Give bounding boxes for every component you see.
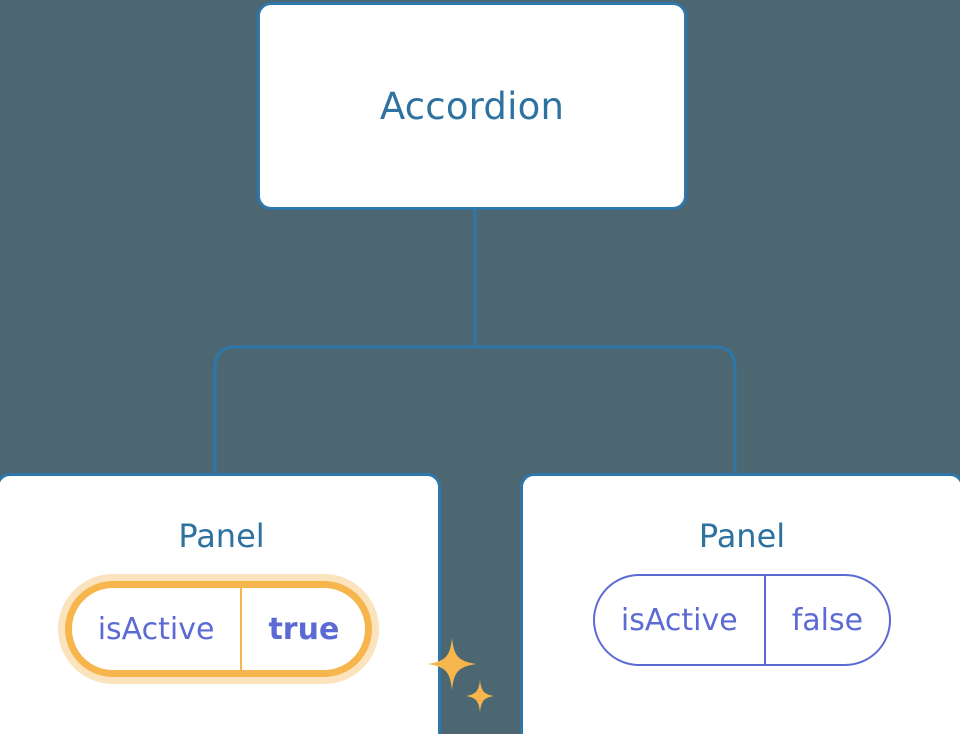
prop-pill-glow: isActive true bbox=[57, 574, 380, 684]
prop-pill-wrapper: isActive false bbox=[592, 574, 892, 666]
connector-bracket bbox=[213, 345, 737, 475]
node-title: Accordion bbox=[379, 84, 565, 128]
prop-row: isActive false bbox=[592, 574, 892, 666]
prop-name: isActive bbox=[620, 602, 738, 638]
node-title: Panel bbox=[698, 517, 786, 555]
prop-row: isActive true bbox=[57, 574, 494, 712]
tree-node-panel-inactive[interactable]: Panel isActive false bbox=[520, 473, 960, 734]
prop-pill-isactive[interactable]: isActive false bbox=[592, 574, 892, 666]
prop-pill-isactive[interactable]: isActive true bbox=[64, 581, 373, 677]
prop-name: isActive bbox=[97, 611, 215, 647]
tree-node-panel-active[interactable]: Panel isActive true bbox=[0, 473, 494, 734]
prop-pill-wrapper: isActive true bbox=[57, 574, 494, 712]
tree-node-accordion[interactable]: Accordion bbox=[257, 2, 687, 210]
prop-value: true bbox=[240, 588, 365, 670]
node-title: Panel bbox=[178, 517, 265, 555]
prop-value: false bbox=[763, 576, 889, 664]
